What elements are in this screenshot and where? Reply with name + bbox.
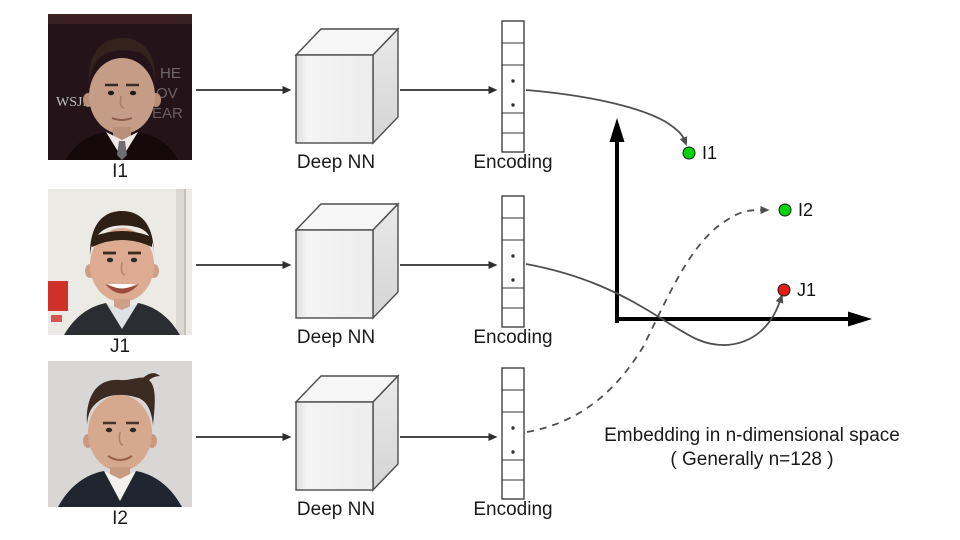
deep-nn-label-1: Deep NN [296, 152, 376, 173]
pipeline-row-2 [196, 195, 525, 328]
curve-encoding3-to-point-i2-dashed [526, 206, 770, 433]
embedding-axes [609, 118, 872, 327]
hair [90, 211, 154, 255]
encoding-label-3: Encoding [473, 499, 553, 520]
y-axis-arrowhead-icon [609, 118, 625, 142]
face-photo-i2 [48, 361, 192, 507]
face-photo-i1: WSJ. HE OV EAR [48, 14, 192, 160]
hair [88, 38, 156, 86]
photo-label-i2: I2 [112, 508, 128, 529]
embedding-point-label-i2: I2 [798, 200, 814, 220]
photo-bg-text: HE [160, 65, 181, 82]
photo-bg-text: EAR [152, 105, 183, 122]
embedding-point-i1 [682, 146, 696, 160]
deep-nn-label-2: Deep NN [296, 327, 376, 348]
embedding-point-j1 [777, 283, 791, 297]
encoding-vector-1 [501, 20, 525, 153]
face-photo-i2-art [48, 361, 192, 507]
encoding-label-2: Encoding [473, 327, 553, 348]
curve-encoding1-to-point-i1 [525, 89, 688, 146]
face [89, 58, 155, 134]
deep-nn-label-3: Deep NN [296, 499, 376, 520]
hair [86, 377, 155, 425]
encoding-vector-3 [501, 367, 525, 500]
embedding-point-label-j1: J1 [797, 280, 817, 300]
pipeline-row-1 [196, 20, 525, 153]
smile [105, 284, 139, 294]
embedding-caption-line1: Embedding in n-dimensional space [604, 425, 900, 446]
face-photo-j1-art [48, 189, 192, 335]
embedding-caption-line2: ( Generally n=128 ) [670, 449, 834, 470]
face-photo-i1-art: WSJ. HE OV EAR [48, 14, 192, 160]
face-photo-j1 [48, 189, 192, 335]
photo-watermark: WSJ. [56, 95, 86, 110]
red-logo [48, 281, 68, 311]
embedding-point-label-i1: I1 [702, 143, 718, 163]
deep-nn-cube-1 [294, 27, 400, 145]
encoding-label-1: Encoding [473, 152, 553, 173]
encoding-vector-2 [501, 195, 525, 328]
deep-nn-cube-3 [294, 374, 400, 492]
photo-bg-text: OV [156, 85, 178, 102]
photo-label-j1: J1 [109, 336, 131, 357]
embedding-point-i2 [778, 203, 792, 217]
x-axis-arrowhead-icon [848, 311, 872, 327]
pipeline-row-3 [196, 367, 525, 500]
deep-nn-cube-2 [294, 202, 400, 320]
curve-encoding2-to-point-j1 [525, 263, 784, 346]
photo-label-i1: I1 [112, 161, 128, 182]
